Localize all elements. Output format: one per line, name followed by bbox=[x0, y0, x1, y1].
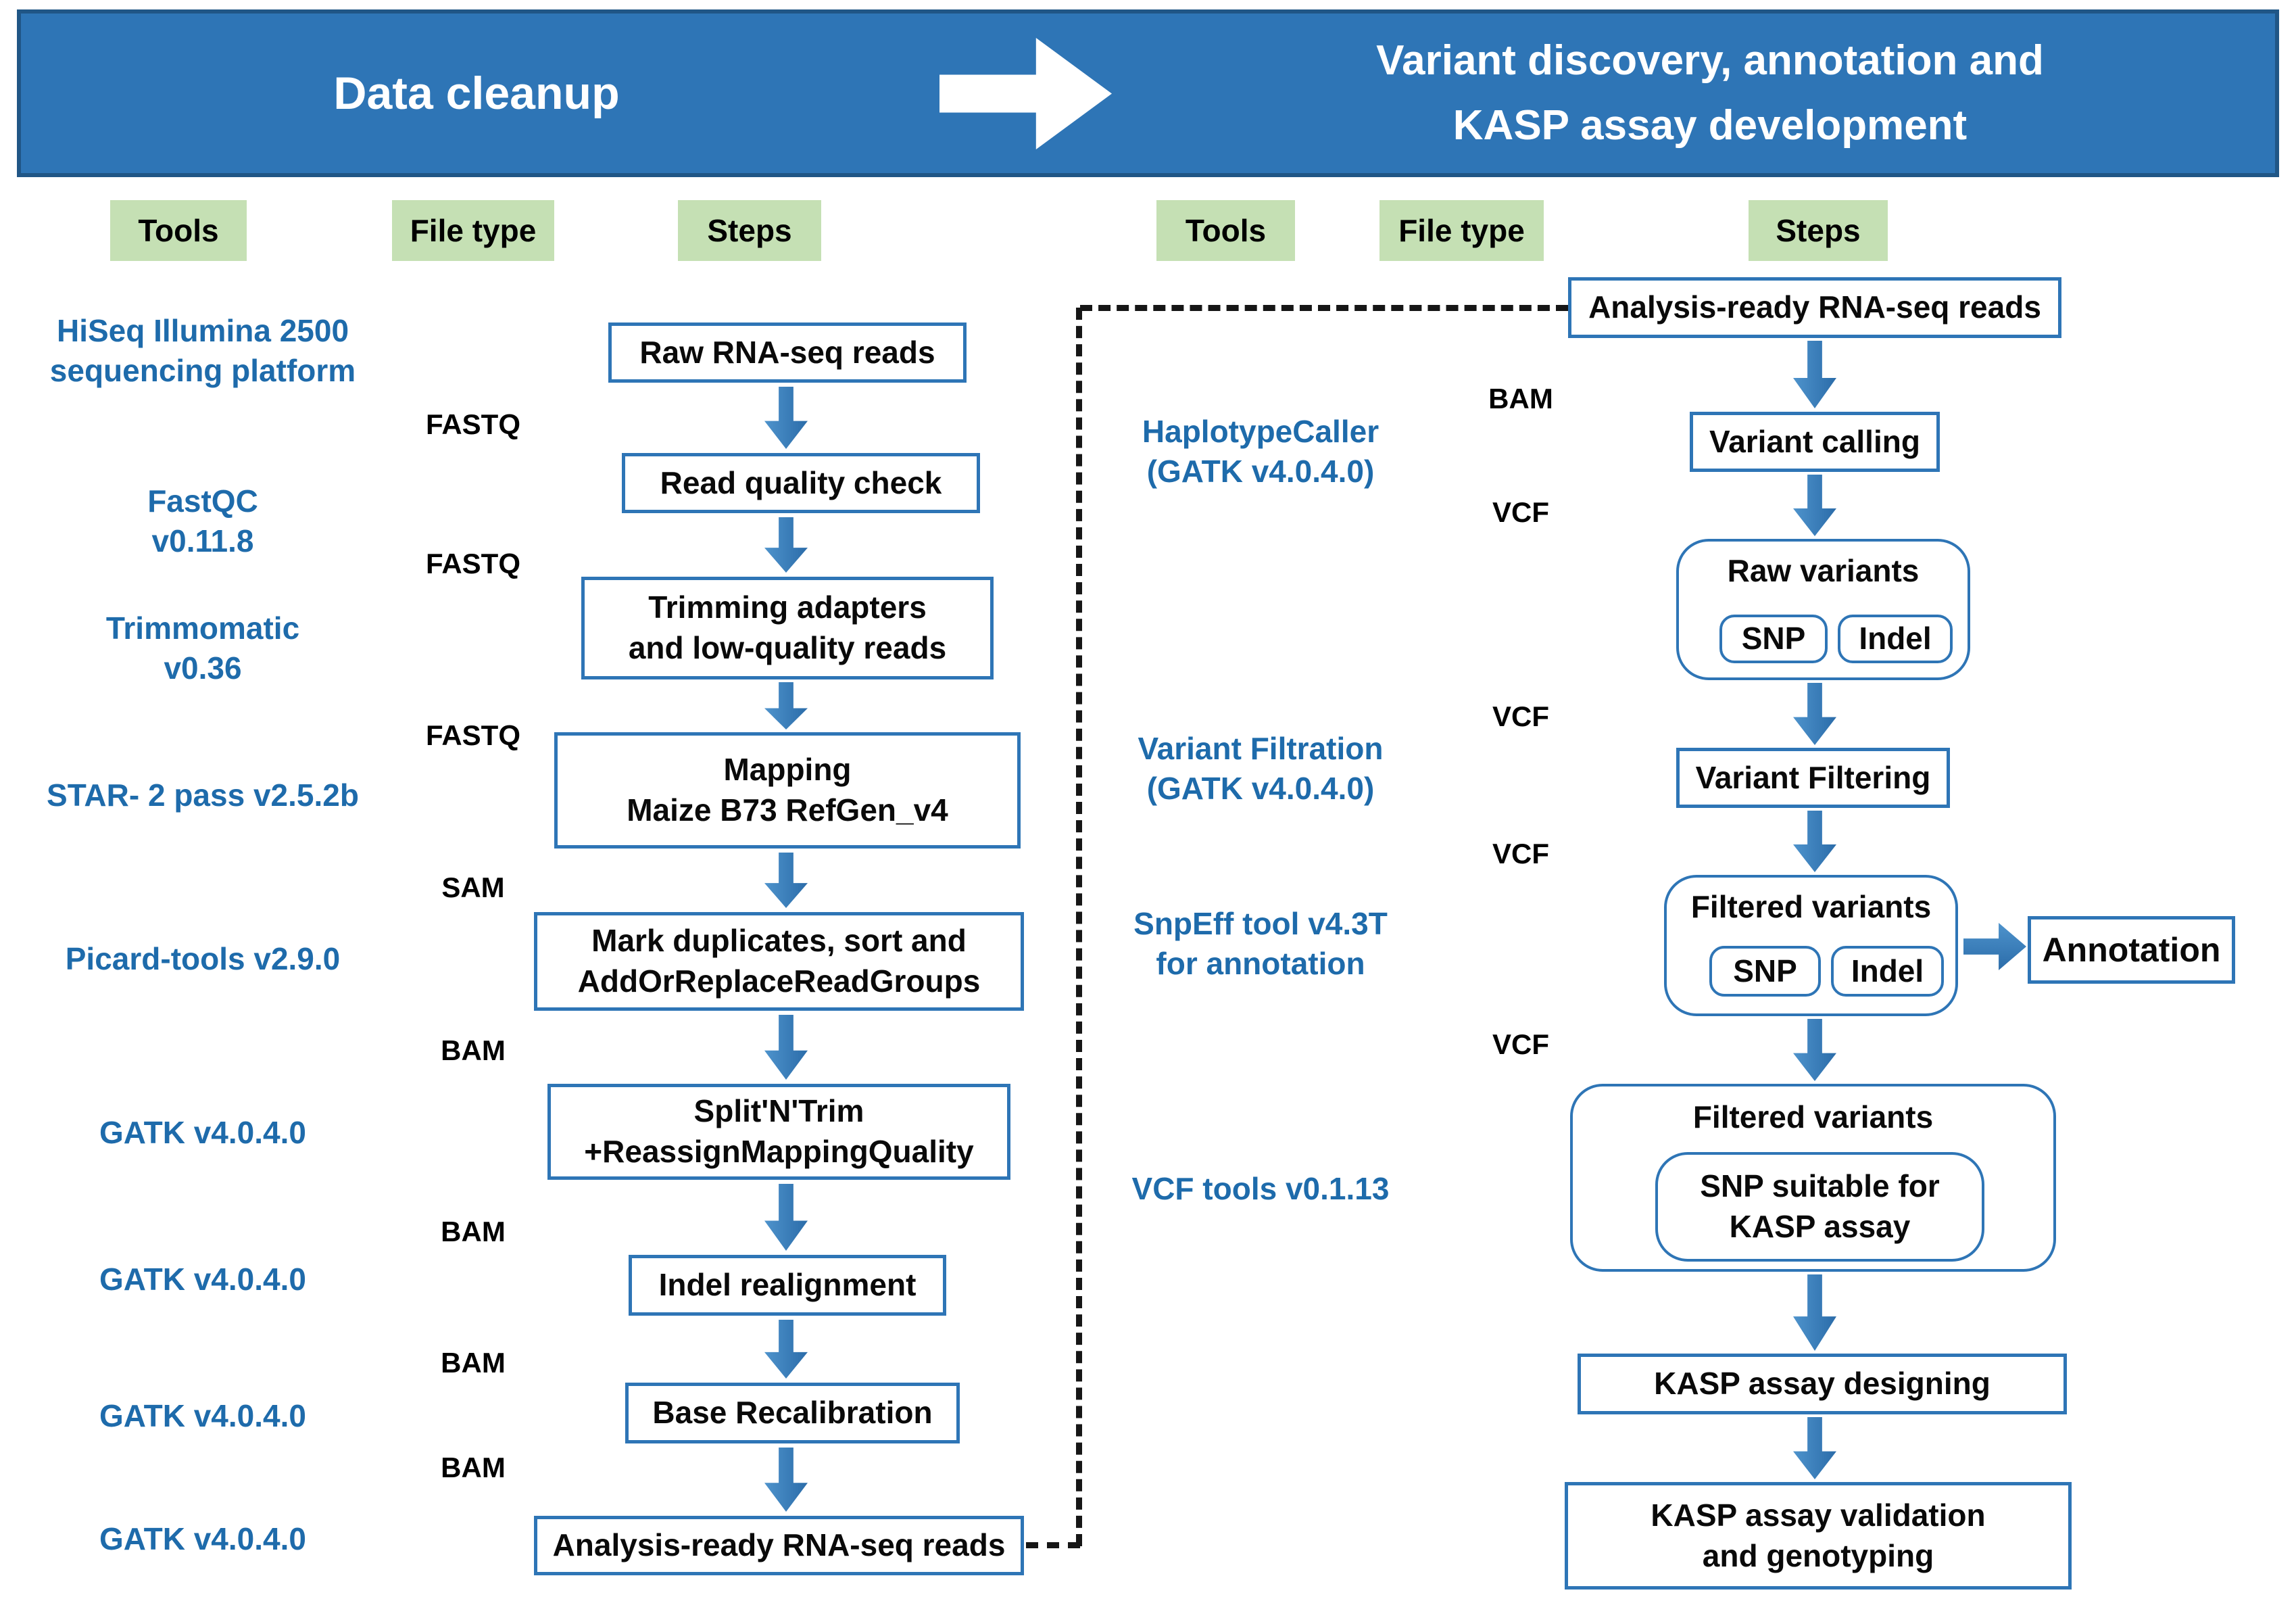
filetype-fastq-1: FASTQ bbox=[425, 408, 520, 440]
filetype-vcf-4: VCF bbox=[1492, 1028, 1549, 1060]
arrow-down-icon bbox=[1793, 811, 1836, 872]
tool-label-variant-filtration: Variant Filtration (GATK v4.0.4.0) bbox=[1138, 731, 1384, 806]
filetype-bam-1: BAM bbox=[441, 1034, 506, 1066]
tool-label-gatk-2: GATK v4.0.4.0 bbox=[99, 1262, 306, 1297]
column-header-filetype-left: File type bbox=[392, 200, 554, 261]
filtered-variants-label: Filtered variants bbox=[1690, 889, 1932, 924]
step-read-quality: Read quality check bbox=[622, 453, 980, 513]
filetype-bam-right: BAM bbox=[1488, 383, 1553, 414]
step-raw-reads: Raw RNA-seq reads bbox=[608, 322, 967, 383]
step-base-recalibration: Base Recalibration bbox=[625, 1383, 960, 1443]
step-kasp-designing: KASP assay designing bbox=[1578, 1354, 2067, 1414]
filetype-fastq-3: FASTQ bbox=[425, 719, 520, 751]
column-header-filetype-right: File type bbox=[1379, 200, 1544, 261]
tool-label-picard: Picard-tools v2.9.0 bbox=[65, 941, 341, 976]
arrow-down-icon bbox=[764, 1015, 808, 1080]
tool-label-vcftools: VCF tools v0.1.13 bbox=[1131, 1171, 1390, 1206]
filtered-variants2-label: Filtered variants bbox=[1692, 1099, 1934, 1134]
raw-indel-box: Indel bbox=[1838, 615, 1953, 663]
tool-label-trimmomatic: Trimmomatic v0.36 bbox=[105, 611, 300, 686]
dashed-connector-top bbox=[1080, 305, 1568, 311]
tool-label-haplotypecaller: HaplotypeCaller (GATK v4.0.4.0) bbox=[1142, 414, 1379, 489]
header-title-left: Data cleanup bbox=[333, 68, 620, 119]
arrow-down-icon bbox=[1793, 1417, 1836, 1479]
tool-label-gatk-1: GATK v4.0.4.0 bbox=[99, 1115, 306, 1150]
arrow-down-icon bbox=[764, 682, 808, 730]
tool-label-snpeff: SnpEff tool v4.3T for annotation bbox=[1133, 906, 1388, 981]
step-analysis-ready-left: Analysis-ready RNA-seq reads bbox=[534, 1516, 1024, 1575]
tool-label-fastqc: FastQC v0.11.8 bbox=[147, 483, 258, 558]
filtered-snp-box: SNP bbox=[1709, 946, 1821, 997]
snp-suitable-box: SNP suitable for KASP assay bbox=[1655, 1152, 1984, 1262]
step-variant-calling: Variant calling bbox=[1690, 412, 1940, 472]
arrow-down-icon bbox=[1793, 683, 1836, 745]
arrow-down-icon bbox=[1793, 475, 1836, 536]
dashed-connector-bottom bbox=[1026, 1542, 1080, 1548]
step-variant-filtering: Variant Filtering bbox=[1676, 748, 1950, 808]
arrow-down-icon bbox=[764, 517, 808, 573]
filetype-vcf-1: VCF bbox=[1492, 496, 1549, 528]
filetype-fastq-2: FASTQ bbox=[425, 548, 520, 579]
group-filtered-variants: Filtered variants SNP Indel bbox=[1664, 875, 1958, 1016]
step-kasp-validation: KASP assay validation and genotyping bbox=[1565, 1482, 2072, 1590]
arrow-down-icon bbox=[1793, 1019, 1836, 1081]
group-raw-variants: Raw variants SNP Indel bbox=[1676, 539, 1970, 680]
arrow-down-icon bbox=[764, 387, 808, 449]
filetype-bam-2: BAM bbox=[441, 1216, 506, 1247]
arrow-down-icon bbox=[764, 1184, 808, 1251]
filetype-bam-4: BAM bbox=[441, 1452, 506, 1483]
tool-label-hiseq: HiSeq Illumina 2500 sequencing platform bbox=[49, 313, 356, 388]
tool-label-gatk-3: GATK v4.0.4.0 bbox=[99, 1398, 306, 1433]
step-analysis-ready-right: Analysis-ready RNA-seq reads bbox=[1568, 277, 2061, 338]
group-filtered-variants-kasp: Filtered variants SNP suitable for KASP … bbox=[1570, 1084, 2056, 1272]
filetype-vcf-2: VCF bbox=[1492, 700, 1549, 732]
column-header-steps-right: Steps bbox=[1749, 200, 1888, 261]
filtered-indel-box: Indel bbox=[1831, 946, 1944, 997]
arrow-down-icon bbox=[764, 1448, 808, 1512]
raw-variants-label: Raw variants bbox=[1727, 553, 1920, 588]
step-split-n-trim: Split'N'Trim +ReassignMappingQuality bbox=[547, 1084, 1010, 1180]
filetype-bam-3: BAM bbox=[441, 1347, 506, 1379]
step-trimming: Trimming adapters and low-quality reads bbox=[581, 577, 994, 679]
dashed-connector-vertical bbox=[1076, 308, 1082, 1546]
column-header-steps-left: Steps bbox=[678, 200, 821, 261]
filetype-vcf-3: VCF bbox=[1492, 838, 1549, 869]
arrow-down-icon bbox=[764, 1320, 808, 1379]
tool-label-gatk-4: GATK v4.0.4.0 bbox=[99, 1521, 306, 1556]
arrow-down-icon bbox=[1793, 341, 1836, 408]
header-banner bbox=[17, 9, 2279, 177]
column-header-tools-left: Tools bbox=[110, 200, 247, 261]
column-header-tools-right: Tools bbox=[1156, 200, 1295, 261]
header-title-right: Variant discovery, annotation and KASP a… bbox=[1376, 37, 2044, 149]
step-mapping: Mapping Maize B73 RefGen_v4 bbox=[554, 732, 1021, 849]
arrow-down-icon bbox=[764, 853, 808, 908]
raw-snp-box: SNP bbox=[1719, 615, 1828, 663]
step-mark-duplicates: Mark duplicates, sort and AddOrReplaceRe… bbox=[534, 912, 1024, 1011]
tool-label-star: STAR- 2 pass v2.5.2b bbox=[47, 778, 359, 813]
step-annotation: Annotation bbox=[2028, 916, 2235, 984]
step-indel-realignment: Indel realignment bbox=[629, 1255, 946, 1316]
arrow-right-icon bbox=[1963, 923, 2026, 970]
arrow-down-icon bbox=[1793, 1274, 1836, 1351]
filetype-sam: SAM bbox=[441, 871, 505, 903]
